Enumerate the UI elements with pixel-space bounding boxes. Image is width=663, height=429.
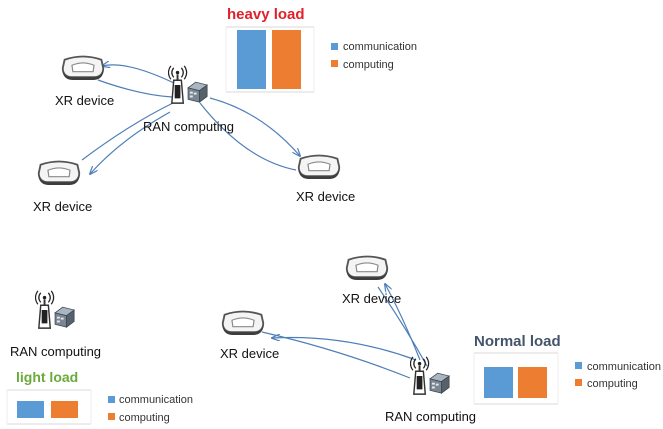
heavy-load-title: heavy load (227, 6, 305, 23)
light-load-legend: communication computing (108, 394, 193, 424)
legend-communication-label: communication (587, 361, 661, 373)
downlink-arrow (272, 337, 417, 361)
ran-tower-icon (168, 65, 208, 104)
uplink-arc (261, 331, 411, 379)
downlink-arrow (385, 284, 421, 361)
normal-load-legend: communication computing (575, 361, 661, 390)
light-communication-bar (17, 401, 44, 418)
heavy-load-scenario: heavy load communication computing XR de… (33, 6, 417, 214)
uplink-arc (81, 102, 174, 161)
normal-load-title: Normal load (474, 333, 561, 350)
light-load-bar-panel (6, 389, 92, 425)
downlink-arrow (209, 97, 300, 156)
xr-device-label: XR device (33, 199, 92, 214)
legend-computing-swatch (331, 60, 338, 67)
ran-computing-label: RAN computing (385, 409, 476, 424)
xr-device-label: XR device (55, 93, 114, 108)
xr-headset-icon (61, 55, 105, 81)
legend-computing-label: computing (343, 59, 394, 71)
xr-device-label: XR device (342, 291, 401, 306)
downlink-arrow (90, 111, 171, 174)
xr-device-label: XR device (220, 346, 279, 361)
ran-tower-icon (35, 290, 75, 329)
legend-communication-label: communication (119, 394, 193, 406)
legend-computing-label: computing (119, 412, 170, 424)
legend-communication-swatch (575, 362, 582, 369)
xr-headset-icon (345, 255, 389, 281)
ran-computing-label: RAN computing (10, 344, 101, 359)
downlink-arrow (102, 65, 181, 87)
legend-computing-label: computing (587, 378, 638, 390)
normal-computing-bar (518, 367, 547, 398)
uplink-arc (377, 286, 428, 367)
light-computing-bar (51, 401, 78, 418)
normal-load-scenario: XR device XR device RAN computing Normal… (220, 255, 661, 424)
normal-load-bar-panel (473, 352, 559, 405)
heavy-computing-bar (272, 30, 301, 89)
xr-device-label: XR device (296, 189, 355, 204)
xr-headset-icon (297, 154, 341, 180)
ran-computing-label: RAN computing (143, 119, 234, 134)
heavy-load-legend: communication computing (331, 41, 417, 71)
ran-tower-icon (410, 356, 450, 395)
xr-headset-icon (221, 310, 265, 336)
legend-communication-swatch (108, 396, 115, 403)
light-load-title: light load (16, 369, 78, 385)
light-load-scenario: RAN computing light load communication c… (6, 290, 193, 425)
uplink-arc (199, 102, 297, 171)
heavy-communication-bar (237, 30, 266, 89)
legend-communication-label: communication (343, 41, 417, 53)
uplink-arc (97, 79, 173, 98)
heavy-load-bar-panel (225, 26, 315, 93)
legend-computing-swatch (108, 413, 115, 420)
legend-computing-swatch (575, 379, 582, 386)
normal-communication-bar (484, 367, 513, 398)
legend-communication-swatch (331, 43, 338, 50)
xr-headset-icon (37, 160, 81, 186)
